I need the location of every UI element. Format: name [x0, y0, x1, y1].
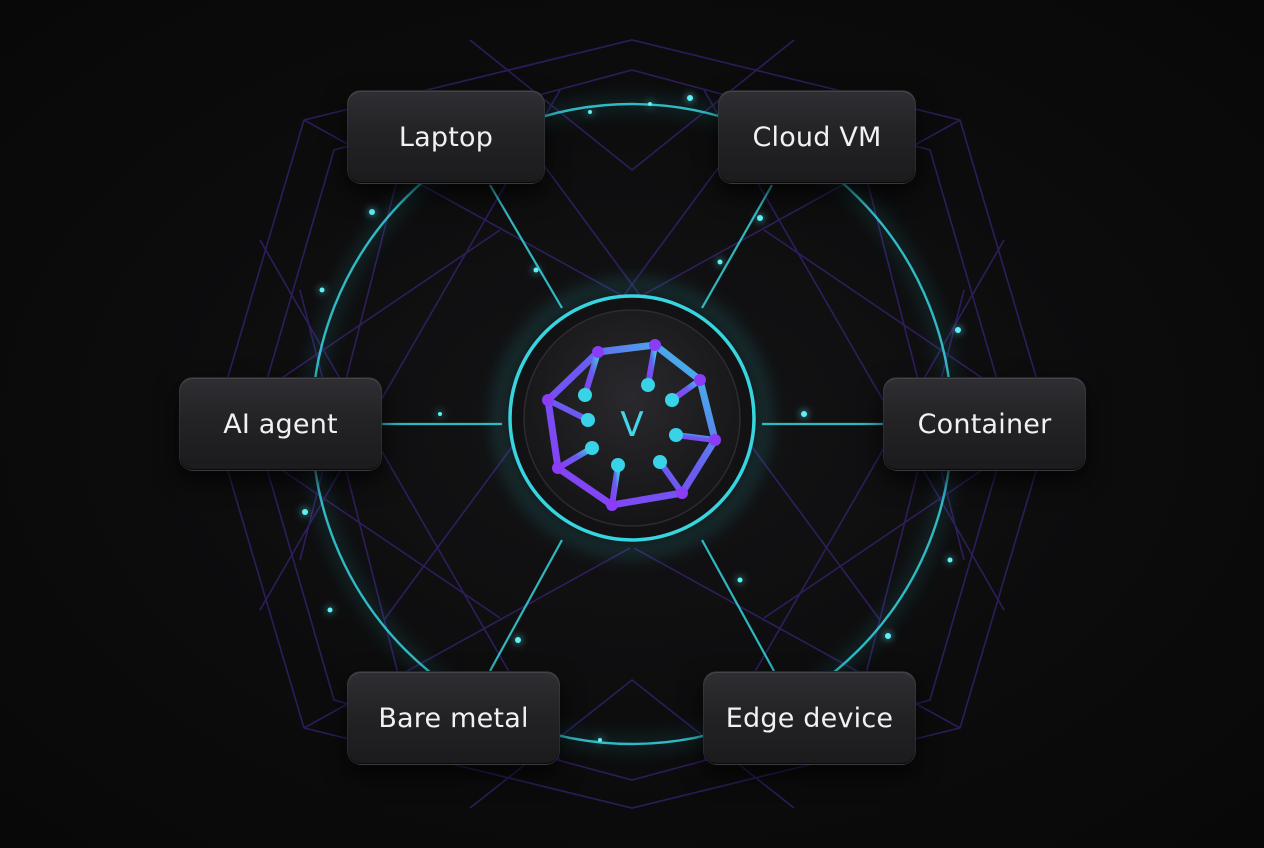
node-edge-device[interactable]: Edge device	[703, 671, 916, 765]
node-cloud-vm[interactable]: Cloud VM	[718, 90, 916, 184]
spokes	[382, 184, 883, 672]
node-container-label: Container	[917, 408, 1052, 440]
node-ai-agent[interactable]: AI agent	[179, 377, 382, 471]
node-laptop-label: Laptop	[398, 121, 494, 153]
node-bare-metal-label: Bare metal	[378, 702, 529, 734]
node-bare-metal[interactable]: Bare metal	[347, 671, 560, 765]
node-cloud-vm-label: Cloud VM	[752, 121, 882, 153]
hub-logo-icon: V	[542, 339, 721, 511]
node-ai-agent-label: AI agent	[223, 408, 338, 440]
particles	[302, 95, 961, 742]
node-laptop[interactable]: Laptop	[347, 90, 545, 184]
hub-logo-letter: V	[620, 405, 643, 445]
node-container[interactable]: Container	[883, 377, 1086, 471]
node-edge-device-label: Edge device	[725, 702, 894, 734]
